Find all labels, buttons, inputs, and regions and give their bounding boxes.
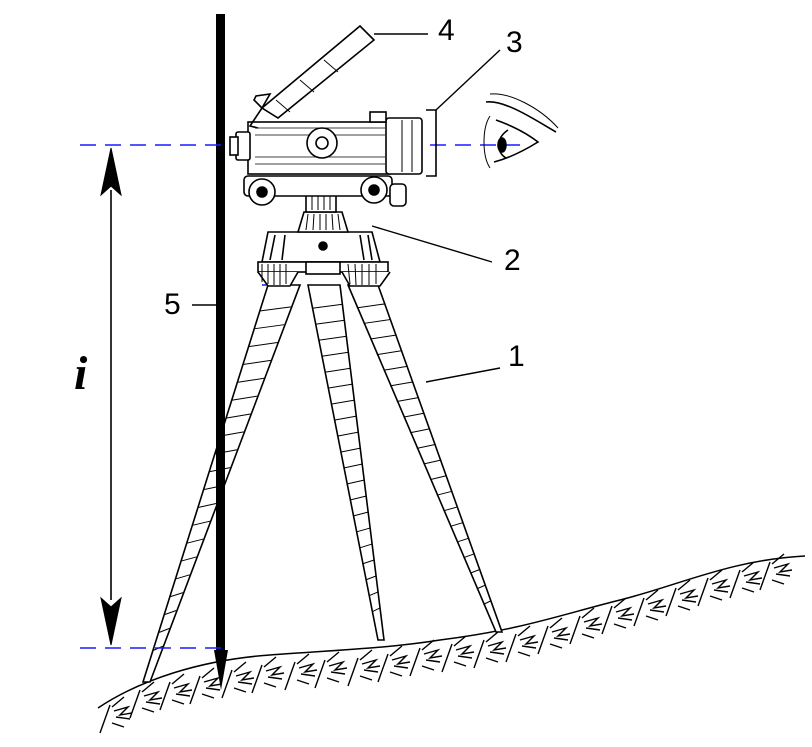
- grass-tuft-icon: [159, 673, 193, 711]
- ground-line: [97, 555, 806, 709]
- grass-tuft-icon: [314, 651, 348, 689]
- grass-tuft-icon: [505, 625, 539, 663]
- grass-tuft-icon: [759, 553, 793, 591]
- grass-tuft-icon: [473, 631, 507, 669]
- label-base: 2: [504, 244, 521, 277]
- label-leveling-tube: 4: [438, 14, 455, 47]
- grass-tuft-icon: [537, 617, 571, 655]
- eyepiece-bracket: [426, 109, 437, 177]
- grass-tuft-icon: [409, 639, 443, 677]
- eye-icon: [483, 93, 559, 169]
- grass-tuft-icon: [569, 607, 603, 645]
- leveling-staff: [216, 14, 225, 650]
- grass-tuft-icon: [251, 656, 285, 694]
- height-arrow: [100, 147, 122, 646]
- grass-tuft-icon: [129, 681, 163, 719]
- label-instrument-height: i: [74, 347, 88, 400]
- grass-tuft-icon: [221, 661, 255, 699]
- leader-lines: [192, 33, 501, 383]
- telescope: [229, 111, 423, 207]
- tripod: [141, 284, 504, 683]
- grass-tuft-icon: [189, 667, 223, 705]
- grass-tufts: [99, 553, 793, 734]
- grass-tuft-icon: [347, 649, 381, 687]
- grass-tuft-icon: [601, 597, 635, 635]
- grass-tuft-icon: [377, 645, 411, 683]
- tripod-leg-hatching: [153, 303, 492, 651]
- grass-tuft-icon: [441, 635, 475, 673]
- grass-tuft-icon: [729, 561, 763, 599]
- staff-tip: [214, 650, 228, 690]
- grass-tuft-icon: [99, 696, 133, 734]
- grass-tuft-icon: [284, 653, 318, 691]
- leveling-tube: [248, 24, 376, 129]
- grass-tuft-icon: [633, 589, 667, 627]
- tripod-leg-middle: [307, 284, 385, 641]
- grass-tuft-icon: [665, 579, 699, 617]
- label-eyepiece: 3: [506, 26, 523, 59]
- label-staff: 5: [164, 288, 181, 321]
- label-tripod: 1: [508, 340, 525, 373]
- grass-tuft-icon: [697, 569, 731, 607]
